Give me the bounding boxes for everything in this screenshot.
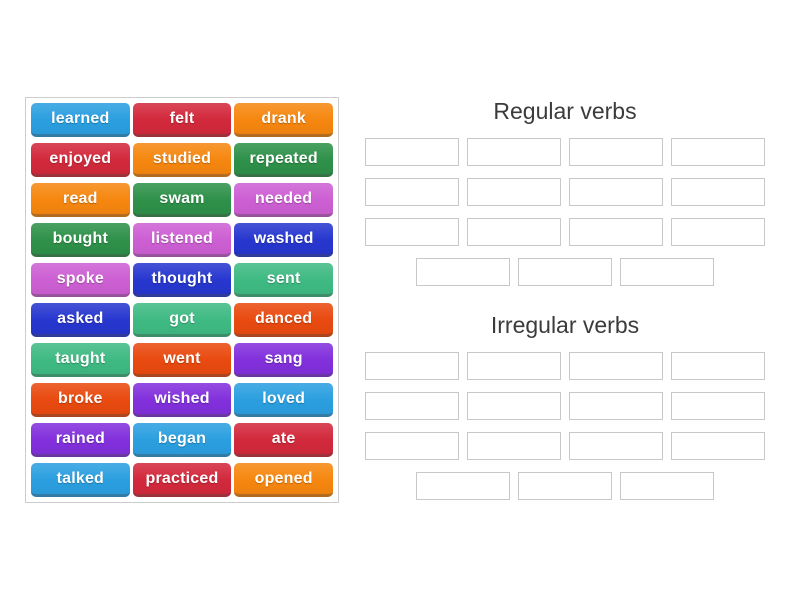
drop-slot[interactable] — [569, 178, 663, 206]
drop-slot[interactable] — [467, 392, 561, 420]
drop-slot[interactable] — [365, 432, 459, 460]
word-tile[interactable]: listened — [132, 223, 232, 257]
word-tile[interactable]: swam — [132, 183, 232, 217]
drop-slot[interactable] — [518, 472, 612, 500]
word-tile[interactable]: got — [132, 303, 232, 337]
drop-slot[interactable] — [365, 178, 459, 206]
group-regular-verbs: Regular verbs — [365, 97, 765, 286]
word-tile[interactable]: thought — [132, 263, 232, 297]
drop-slot[interactable] — [620, 258, 714, 286]
drop-slot[interactable] — [416, 472, 510, 500]
drop-slot[interactable] — [467, 178, 561, 206]
group-irregular-verbs: Irregular verbs — [365, 311, 765, 500]
drop-slot[interactable] — [671, 218, 765, 246]
drop-slot[interactable] — [467, 138, 561, 166]
word-tile[interactable]: asked — [31, 303, 130, 337]
drop-slot[interactable] — [671, 432, 765, 460]
drop-slot[interactable] — [671, 392, 765, 420]
drop-slot[interactable] — [569, 218, 663, 246]
drop-slot[interactable] — [365, 352, 459, 380]
word-tile[interactable]: spoke — [31, 263, 130, 297]
word-tile[interactable]: talked — [31, 463, 130, 497]
word-tile[interactable]: needed — [234, 183, 333, 217]
word-tile[interactable]: taught — [31, 343, 130, 377]
drop-slot[interactable] — [671, 138, 765, 166]
word-tile[interactable]: felt — [132, 103, 232, 137]
word-tile[interactable]: drank — [234, 103, 333, 137]
slot-grid-irregular — [365, 352, 765, 500]
word-tile[interactable]: went — [132, 343, 232, 377]
word-tile[interactable]: loved — [234, 383, 333, 417]
word-tile[interactable]: bought — [31, 223, 130, 257]
word-tile[interactable]: learned — [31, 103, 130, 137]
word-tile[interactable]: rained — [31, 423, 130, 457]
drop-slot[interactable] — [518, 258, 612, 286]
group-title-regular: Regular verbs — [493, 98, 637, 124]
drop-slot[interactable] — [671, 352, 765, 380]
drop-slot[interactable] — [671, 178, 765, 206]
drop-slot[interactable] — [569, 432, 663, 460]
word-tile[interactable]: enjoyed — [31, 143, 130, 177]
drop-slot[interactable] — [467, 352, 561, 380]
drop-slot[interactable] — [365, 138, 459, 166]
word-tile[interactable]: practiced — [132, 463, 232, 497]
word-tile[interactable]: studied — [132, 143, 232, 177]
word-tile[interactable]: washed — [234, 223, 333, 257]
drop-slot[interactable] — [467, 432, 561, 460]
drop-slot[interactable] — [365, 218, 459, 246]
word-tile[interactable]: repeated — [234, 143, 333, 177]
word-tile[interactable]: ate — [234, 423, 333, 457]
drop-slot[interactable] — [569, 392, 663, 420]
drop-slot[interactable] — [569, 352, 663, 380]
word-tile[interactable]: sent — [234, 263, 333, 297]
drop-slot[interactable] — [569, 138, 663, 166]
drop-slot[interactable] — [416, 258, 510, 286]
word-tile[interactable]: read — [31, 183, 130, 217]
word-tile[interactable]: broke — [31, 383, 130, 417]
word-tile[interactable]: opened — [234, 463, 333, 497]
drop-slot[interactable] — [467, 218, 561, 246]
word-tile[interactable]: sang — [234, 343, 333, 377]
word-tile[interactable]: danced — [234, 303, 333, 337]
drop-slot[interactable] — [620, 472, 714, 500]
drop-slot[interactable] — [365, 392, 459, 420]
group-title-irregular: Irregular verbs — [490, 312, 640, 338]
word-tile[interactable]: wished — [132, 383, 232, 417]
word-tile[interactable]: began — [132, 423, 232, 457]
slot-grid-regular — [365, 138, 765, 286]
sort-groups: Regular verbs Irregular verbs — [365, 97, 765, 500]
